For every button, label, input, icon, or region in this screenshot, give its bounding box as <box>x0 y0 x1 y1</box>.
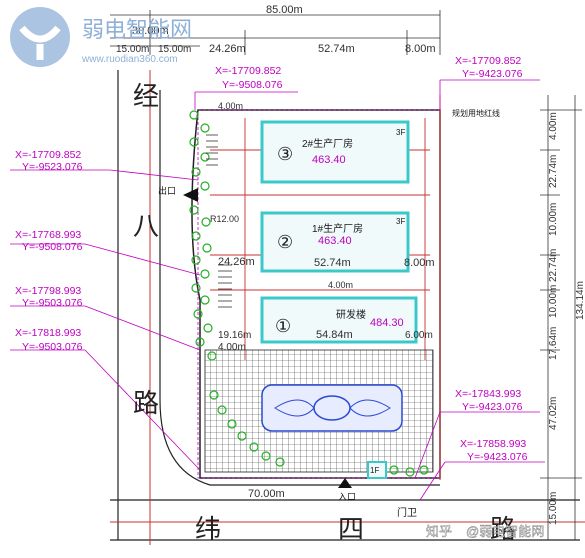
guard-name: 门卫 <box>397 506 417 519</box>
coord-5-x: X=-17798.993 <box>15 285 81 297</box>
building-2-elevation: 463.40 <box>318 235 352 247</box>
coord-5-y: Y=-9503.076 <box>22 297 83 309</box>
dim-top-c: 8.00m <box>405 43 436 55</box>
watermark-url: www.ruodian360.com <box>81 54 178 65</box>
road-west-1: 经 <box>133 82 159 112</box>
footer-author: @弱电智能网 <box>466 524 544 539</box>
building-2: ② 1#生产厂房 463.40 3F <box>260 211 410 273</box>
building-2-number: ② <box>277 232 293 253</box>
dim-right-total: 134.14m <box>575 281 585 320</box>
building-3-floors: 3F <box>396 128 405 137</box>
dim-right-d: 22.74m <box>548 249 559 282</box>
dim-radius: R12.00 <box>210 214 239 224</box>
roads <box>110 70 585 545</box>
dim-right-f: 17.64m <box>548 327 559 360</box>
dim-b2-width: 52.74m <box>314 257 351 269</box>
watermark-brand: 弱电智能网 <box>82 17 192 42</box>
building-1-elevation: 484.30 <box>370 317 404 329</box>
dim-right-b: 22.74m <box>548 155 559 188</box>
dim-top-a: 24.26m <box>209 43 246 55</box>
dim-right-a: 4.00m <box>548 112 559 140</box>
dim-b2-right: 8.00m <box>404 257 435 269</box>
exit-label: 出口 <box>158 185 176 196</box>
coord-6-x: X=-17818.993 <box>15 327 81 339</box>
coord-2-y: Y=-9423.076 <box>462 68 523 80</box>
building-3-elevation: 463.40 <box>312 154 346 166</box>
leader-lines <box>10 79 545 501</box>
coord-4-y: Y=-9508.076 <box>22 241 83 253</box>
entrance-label: 入口 <box>338 492 356 502</box>
building-2-name: 1#生产厂房 <box>312 222 363 235</box>
dim-right-c: 10.00m <box>548 203 559 236</box>
building-1-name: 研发楼 <box>336 308 366 321</box>
coord-4-x: X=-17768.993 <box>15 229 81 241</box>
right-dimension-lines <box>540 95 582 540</box>
dim-4m-mid: 4.00m <box>328 280 353 290</box>
building-3-name: 2#生产厂房 <box>302 137 353 150</box>
parking-stripes <box>206 134 232 308</box>
dim-right-h: 15.00m <box>548 492 559 525</box>
dim-4m-top: 4.00m <box>218 101 243 111</box>
coord-3-y: Y=-9523.076 <box>22 161 83 173</box>
coord-7-x: X=-17843.993 <box>455 388 521 400</box>
guard-floors: 1F <box>370 466 379 475</box>
coord-1-x: X=-17709.852 <box>215 65 281 77</box>
guard-house: 1F 门卫 <box>367 461 417 519</box>
dim-b2-left: 24.26m <box>218 256 255 268</box>
road-west-3: 路 <box>133 389 159 419</box>
building-1-number: ① <box>275 316 291 337</box>
building-3: ③ 2#生产厂房 463.40 3F <box>260 120 410 184</box>
footer-platform: 知乎 <box>426 524 452 539</box>
site-boundary <box>191 95 441 480</box>
boundary-label: 规划用地红线 <box>452 108 500 118</box>
building-2-floors: 3F <box>396 217 405 226</box>
dim-top-left-road: 30.00m <box>132 25 169 37</box>
dim-top-left-a: 15.00m <box>116 44 149 55</box>
entry-markers <box>183 188 352 488</box>
dim-top-b: 52.74m <box>318 43 355 55</box>
dim-top-total: 85.00m <box>266 4 303 16</box>
coord-8-x: X=-17858.993 <box>460 438 526 450</box>
dim-b1-width: 54.84m <box>316 329 353 341</box>
road-south-2: 四 <box>338 515 364 545</box>
trees <box>189 110 429 477</box>
coord-6-y: Y=-9503.076 <box>22 341 83 353</box>
coord-2-x: X=-17709.852 <box>455 55 521 67</box>
coord-1-y: Y=-9508.076 <box>222 79 283 91</box>
dim-right-g: 47.02m <box>548 397 559 430</box>
building-3-number: ③ <box>277 144 293 165</box>
dim-b1-left2: 4.00m <box>218 342 246 353</box>
top-dimension-lines <box>110 10 441 55</box>
building-1: ① 研发楼 484.30 <box>260 296 418 344</box>
watermark-logo <box>10 7 70 67</box>
coord-3-x: X=-17709.852 <box>15 149 81 161</box>
dim-top-left-b: 15.00m <box>158 44 191 55</box>
dim-bottom-width: 70.00m <box>248 488 285 500</box>
road-south-3: 路 <box>490 515 516 545</box>
fountain <box>261 384 403 432</box>
dim-b1-right: 6.00m <box>405 330 433 341</box>
road-west-2: 八 <box>133 212 159 242</box>
coord-8-y: Y=-9423.076 <box>467 451 528 463</box>
dim-b1-left: 19.16m <box>218 330 251 341</box>
coord-7-y: Y=-9423.076 <box>462 401 523 413</box>
road-south-1: 纬 <box>195 515 221 545</box>
dim-right-e: 10.00m <box>548 285 559 318</box>
